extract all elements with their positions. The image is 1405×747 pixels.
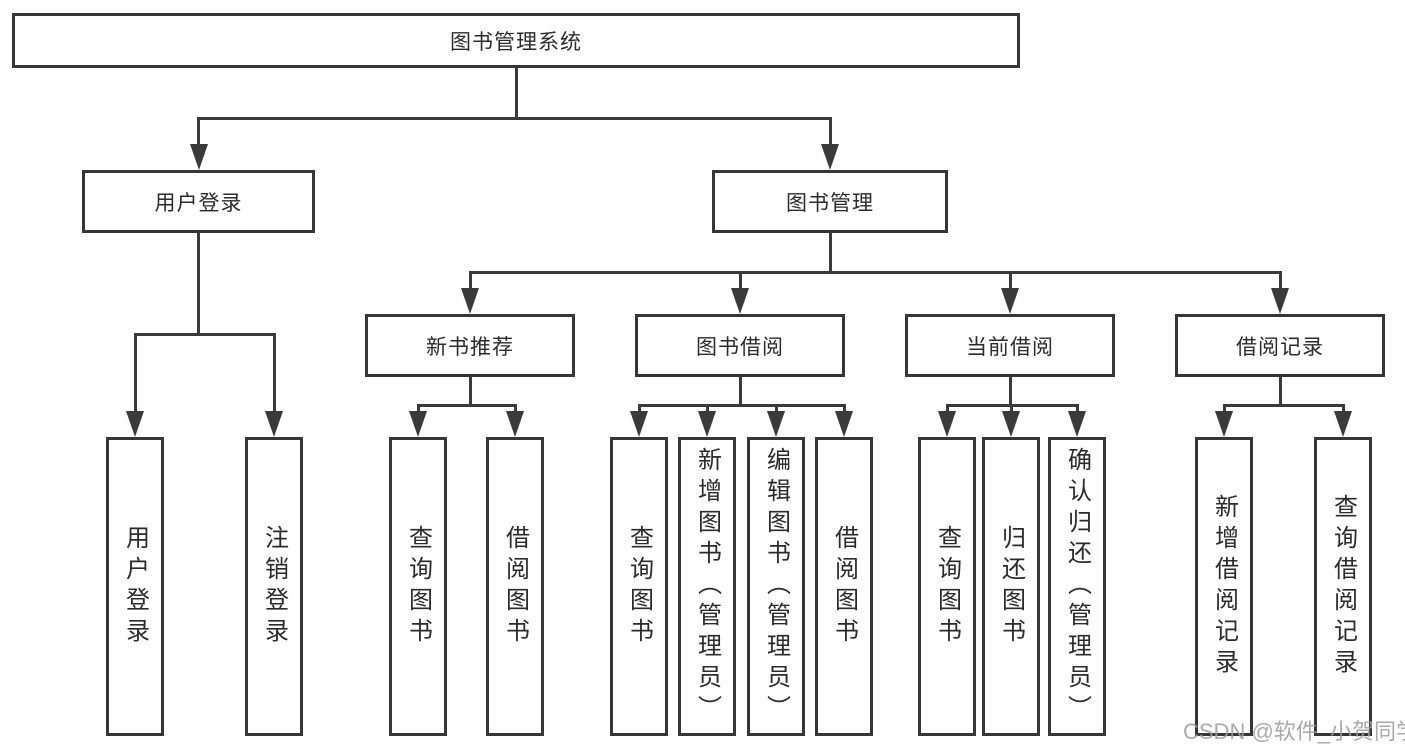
arrowhead-down-icon (1001, 288, 1019, 314)
leaf-query-books-recommend: 查询图书 (389, 437, 447, 736)
node-borrowing-records: 借阅记录 (1175, 314, 1385, 377)
connector-line (1222, 404, 1345, 407)
leaf-add-books-admin-label: 新增图书（管理员） (693, 447, 721, 726)
connector-line (738, 377, 742, 407)
arrowhead-down-icon (630, 411, 648, 437)
leaf-query-books-recommend-label: 查询图书 (404, 524, 432, 649)
arrowhead-down-icon (1334, 411, 1352, 437)
leaf-query-books-borrowing-label: 查询图书 (625, 524, 653, 649)
arrowhead-down-icon (821, 144, 839, 170)
connector-line (513, 404, 517, 413)
leaf-borrow-books-recommend: 借阅图书 (486, 437, 544, 736)
node-user-login-label: 用户登录 (154, 191, 243, 215)
leaf-query-books-current: 查询图书 (918, 437, 976, 736)
connector-line (1278, 377, 1282, 407)
node-book-management-label: 图书管理 (786, 191, 874, 215)
connector-line (133, 333, 276, 336)
leaf-borrow-books: 借阅图书 (815, 437, 873, 736)
node-current-borrowing: 当前借阅 (905, 314, 1115, 377)
connector-line (1341, 404, 1345, 413)
connector-line (416, 404, 517, 407)
arrowhead-down-icon (1271, 288, 1289, 314)
leaf-return-books-label: 归还图书 (997, 524, 1025, 649)
leaf-logout: 注销登录 (245, 437, 303, 736)
connector-line (468, 271, 472, 289)
connector-line (1009, 404, 1013, 413)
leaf-edit-books-admin-label: 编辑图书（管理员） (762, 447, 790, 726)
connector-line (416, 404, 420, 413)
arrowhead-down-icon (1068, 411, 1086, 437)
arrowhead-down-icon (265, 411, 283, 437)
connector-line (468, 271, 1282, 274)
arrowhead-down-icon (835, 411, 853, 437)
arrowhead-down-icon (731, 288, 749, 314)
leaf-return-books: 归还图书 (982, 437, 1040, 736)
arrowhead-down-icon (938, 411, 956, 437)
connector-line (945, 404, 949, 413)
node-book-management: 图书管理 (712, 170, 948, 233)
connector-line (468, 377, 472, 407)
connector-line (197, 233, 200, 335)
node-new-book-recommend-label: 新书推荐 (426, 335, 514, 359)
connector-line (272, 333, 276, 413)
arrowhead-down-icon (1215, 411, 1233, 437)
leaf-confirm-return-admin-label: 确认归还（管理员） (1063, 447, 1091, 726)
arrowhead-down-icon (126, 411, 144, 437)
leaf-confirm-return-admin: 确认归还（管理员） (1048, 437, 1106, 736)
connector-line (705, 404, 709, 413)
arrowhead-down-icon (189, 144, 208, 170)
leaf-add-books-admin: 新增图书（管理员） (678, 437, 736, 736)
leaf-add-borrow-record-label: 新增借阅记录 (1210, 493, 1238, 680)
node-new-book-recommend: 新书推荐 (365, 314, 575, 377)
arrowhead-down-icon (698, 411, 716, 437)
leaf-user-login: 用户登录 (106, 437, 164, 736)
arrowhead-down-icon (461, 288, 479, 314)
leaf-query-books-current-label: 查询图书 (933, 524, 961, 649)
node-user-login: 用户登录 (82, 170, 315, 233)
leaf-query-borrow-record: 查询借阅记录 (1314, 437, 1372, 736)
connector-line (196, 117, 832, 120)
connector-line (1008, 271, 1012, 289)
connector-line (828, 117, 832, 145)
connector-line (514, 68, 518, 119)
leaf-add-borrow-record: 新增借阅记录 (1195, 437, 1253, 736)
arrowhead-down-icon (767, 411, 785, 437)
connector-line (133, 333, 137, 413)
connector-line (1222, 404, 1226, 413)
node-book-borrowing-label: 图书借阅 (696, 335, 784, 359)
connector-line (637, 404, 846, 407)
leaf-borrow-books-recommend-label: 借阅图书 (501, 524, 529, 649)
node-current-borrowing-label: 当前借阅 (966, 335, 1054, 359)
node-root-label: 图书管理系统 (450, 30, 582, 54)
watermark-text: CSDN @软件_小贺同学 (1183, 719, 1405, 744)
arrowhead-down-icon (1002, 411, 1020, 437)
connector-line (637, 404, 641, 413)
arrowhead-down-icon (409, 411, 427, 437)
leaf-query-borrow-record-label: 查询借阅记录 (1329, 493, 1357, 680)
leaf-borrow-books-label: 借阅图书 (830, 524, 858, 649)
node-borrowing-records-label: 借阅记录 (1236, 335, 1324, 359)
node-root: 图书管理系统 (12, 13, 1020, 68)
leaf-edit-books-admin: 编辑图书（管理员） (747, 437, 805, 736)
leaf-query-books-borrowing: 查询图书 (610, 437, 668, 736)
leaf-logout-label: 注销登录 (260, 524, 288, 649)
node-book-borrowing: 图书借阅 (635, 314, 845, 377)
connector-line (1278, 271, 1282, 289)
leaf-user-login-label: 用户登录 (121, 524, 149, 649)
connector-line (1008, 377, 1012, 407)
connector-line (828, 233, 832, 274)
connector-line (197, 117, 200, 145)
connector-line (774, 404, 778, 413)
arrowhead-down-icon (506, 411, 524, 437)
connector-line (1075, 404, 1079, 413)
connector-line (738, 271, 742, 289)
connector-line (842, 404, 846, 413)
